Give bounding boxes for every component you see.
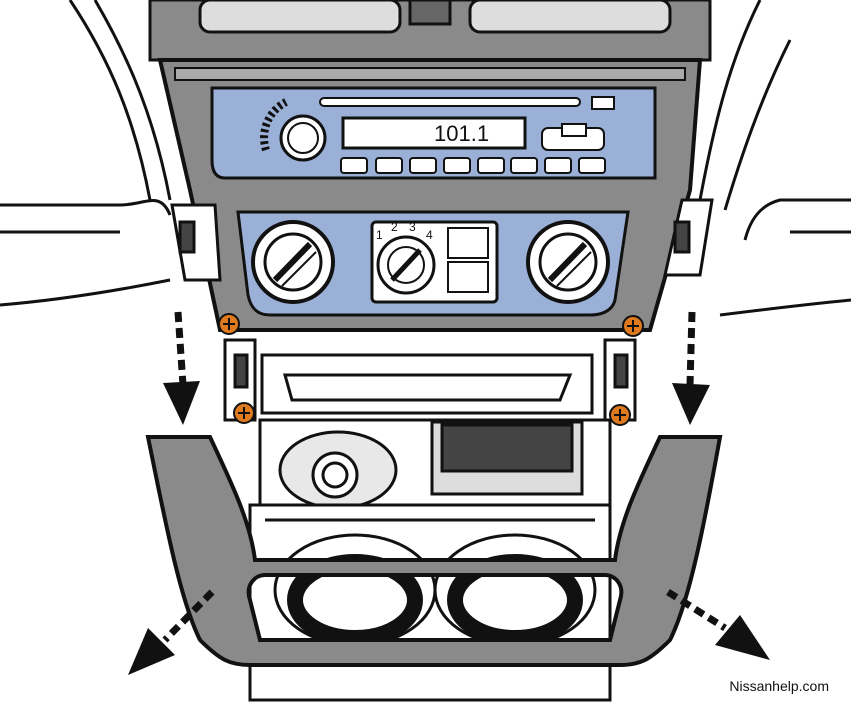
- eject-icon: [561, 123, 587, 137]
- fan-speed-label: 3: [409, 220, 416, 234]
- volume-scale-icon: [260, 98, 288, 152]
- screw-icon: [233, 402, 255, 424]
- fan-speed-label: 4: [426, 228, 433, 242]
- dashboard-outline: [0, 0, 851, 317]
- preset-buttons: [340, 157, 606, 174]
- preset-button: [340, 157, 368, 174]
- watermark: Nissanhelp.com: [729, 678, 829, 694]
- arrow-down-icon: [672, 311, 710, 425]
- fan-speed-label: 1: [376, 228, 383, 242]
- preset-button: [578, 157, 606, 174]
- preset-button: [409, 157, 437, 174]
- climate-control-panel: 1 2 3 4: [236, 210, 630, 317]
- arrow-down-left-icon: [128, 589, 215, 675]
- preset-button: [443, 157, 471, 174]
- arrow-down-icon: [163, 311, 200, 425]
- recirculation-switch: [447, 261, 489, 293]
- radio-frequency: 101.1: [434, 121, 489, 146]
- screws: [218, 313, 644, 426]
- preset-button: [375, 157, 403, 174]
- ac-switch: [447, 227, 489, 259]
- screw-icon: [622, 315, 644, 337]
- radio-unit: 101.1: [210, 86, 657, 180]
- arrow-down-right-icon: [666, 589, 770, 660]
- preset-button: [544, 157, 572, 174]
- preset-button: [477, 157, 505, 174]
- removal-arrows: [128, 311, 770, 675]
- fan-speed-label: 2: [391, 220, 398, 234]
- upper-air-vents: [148, 0, 712, 62]
- radio-display: [341, 116, 527, 150]
- screw-icon: [218, 313, 240, 335]
- preset-button: [510, 157, 538, 174]
- screw-icon: [609, 404, 631, 426]
